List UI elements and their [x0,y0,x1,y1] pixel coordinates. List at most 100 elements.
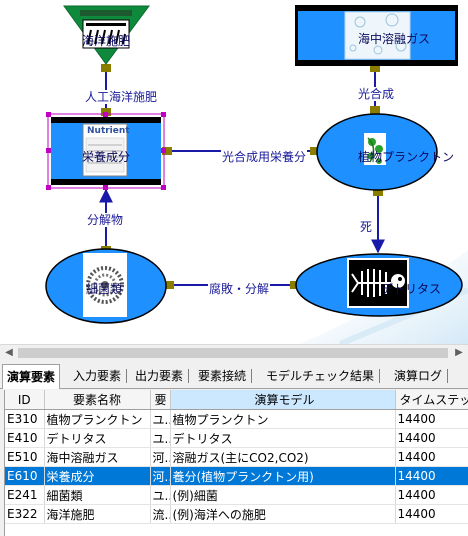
tab-label: 演算ログ [394,369,443,383]
tab-label: 入力要素 [73,369,122,383]
node-bacteria[interactable] [45,248,167,324]
column-header-model[interactable]: 演算モデル [170,390,396,410]
cell-timestep: 14400 [395,409,468,429]
bubbles-icon [344,11,411,60]
edge-port [290,281,300,289]
cell-model: 養分(植物プランクトン用) [170,466,396,486]
cell-model: (例)細菌 [170,485,396,505]
diagram-svg [45,5,468,344]
nutrient-icon [82,123,128,177]
tab-calc-elements[interactable]: 演算要素 [2,364,61,389]
selection-handle[interactable] [103,185,108,190]
edge-label-photosynthesis: 光合成 [357,87,396,101]
node-label-detritus: デトリタス [381,282,442,296]
nutrient-icon-text: Nutrient [87,126,130,136]
tab-output-elements[interactable]: 出力要素 [131,366,190,386]
tab-input-elements[interactable]: 入力要素 [69,366,128,386]
column-header-id[interactable]: ID [5,390,45,410]
cell-id: E510 [5,447,45,467]
selection-handle[interactable] [161,112,166,117]
cell-name: 植物プランクトン [44,409,151,429]
edge-port [162,147,172,155]
cell-type: 河.. [150,447,171,467]
node-detritus[interactable] [295,253,463,317]
cell-type: 河.. [150,466,171,486]
node-phytoplankton[interactable] [316,113,438,191]
cell-id: E241 [5,485,45,505]
background-swoosh [300,250,468,344]
bacteria-icon [83,253,127,317]
edge-port [370,106,380,114]
tab-model-check-results[interactable]: モデルチェック結果 [262,366,381,386]
edge-port [101,64,111,72]
cell-name: 海中溶融ガス [44,447,151,467]
edge-port [370,64,380,72]
cell-model: デトリタス [170,428,396,448]
cell-model: (例)海洋への施肥 [170,504,396,524]
column-header-name[interactable]: 要素名称 [44,390,151,410]
cell-type: ユ.. [150,409,171,429]
cell-timestep: 14400 [395,428,468,448]
cell-type: ユ.. [150,428,171,448]
cell-model: 溶融ガス(主にCO2,CO2) [170,447,396,467]
column-header-type[interactable]: 要 [150,390,171,410]
selection-handle[interactable] [46,148,51,153]
cell-name: 細菌類 [44,485,151,505]
tab-label: 出力要素 [135,369,184,383]
selection-handle[interactable] [46,185,51,190]
column-header-timestep[interactable]: タイムステップ [395,390,468,410]
selection-handle[interactable] [46,112,51,117]
node-label-phytoplankton: 植物プランクトン [358,150,455,164]
selection-handle[interactable] [103,112,108,117]
tab-label: 要素接続 [198,369,247,383]
edge-port [373,188,383,196]
edge-label-decomposition-product: 分解物 [86,213,125,227]
edge-label-decay: 腐敗・分解 [208,282,271,296]
selection-handle[interactable] [161,148,166,153]
cell-id: E410 [5,428,45,448]
node-label-marine-fertilizer: 海洋施肥 [82,34,131,48]
node-nutrient[interactable] [46,112,166,190]
edge-label-photosynthetic-nutrient: 光合成用栄養分 [221,150,308,164]
cell-timestep: 14400 [395,485,468,505]
cell-timestep: 14400 [395,466,468,486]
cell-id: E610 [5,466,45,486]
edge-label-death: 死 [359,220,374,234]
plankton-icon [364,133,386,165]
node-marine-fertilizer[interactable] [63,5,150,65]
edge-label-artificial-fertilization: 人工海洋施肥 [84,90,159,104]
node-label-dissolved-gas: 海中溶融ガス [358,32,431,46]
calc-elements-table: ID 要素名称 要 演算モデル タイムステップ E310植物プランクトンユ..植… [4,390,468,536]
cell-id: E310 [5,409,45,429]
diagram-horizontal-scrollbar[interactable]: ◀ ▶ [0,344,468,362]
node-dissolved-gas[interactable] [295,5,458,66]
cell-name: 栄養成分 [44,466,151,486]
node-label-bacteria: 細菌類 [86,282,123,296]
tab-calc-log[interactable]: 演算ログ [390,366,449,386]
fish-skeleton-icon [347,258,409,308]
node-label-nutrient: 栄養成分 [82,150,131,164]
cell-type: ユ.. [150,485,171,505]
tab-element-connections[interactable]: 要素接続 [194,366,253,386]
selection-handle[interactable] [161,185,166,190]
edge-port [310,147,320,155]
model-diagram-canvas[interactable]: 海洋施肥 海中溶融ガス Nutrient 栄養成分 植物プランクトン 細菌類 デ… [0,0,468,344]
cell-timestep: 14400 [395,447,468,467]
scrollbar-thumb[interactable] [18,348,448,358]
cell-model: 植物プランクトン [170,409,396,429]
cell-id: E322 [5,504,45,524]
cell-timestep: 14400 [395,504,468,524]
bottom-tab-strip: 演算要素 入力要素 出力要素 要素接続 モデルチェック結果 演算ログ [0,362,468,389]
cell-name: デトリタス [44,428,151,448]
table-header-row: ID 要素名称 要 演算モデル タイムステップ [5,390,468,410]
cell-type: 流.. [150,504,171,524]
scroll-right-icon[interactable]: ▶ [455,347,463,358]
scroll-left-icon[interactable]: ◀ [5,347,13,358]
edge-port [164,281,174,289]
